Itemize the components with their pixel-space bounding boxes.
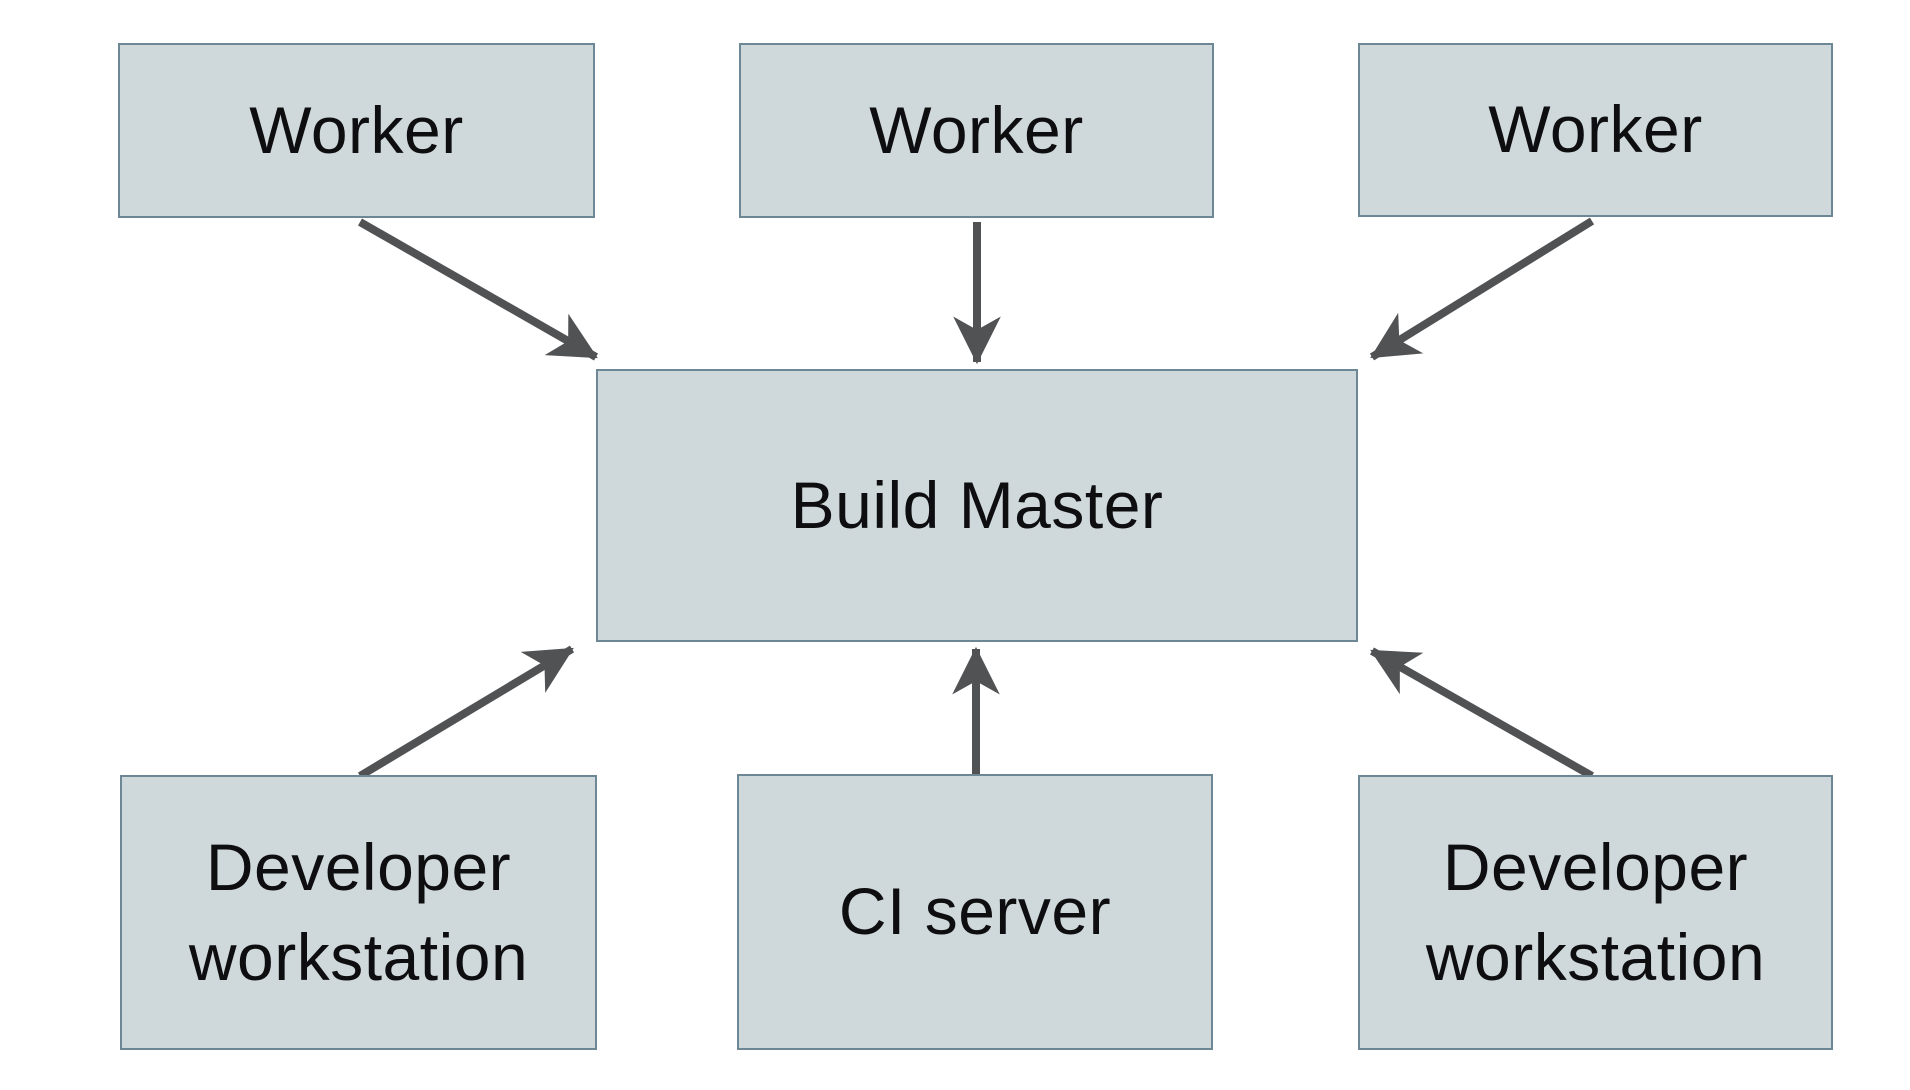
arrow-worker-3-to-build-master — [1369, 217, 1595, 361]
node-build-master-label: Build Master — [790, 467, 1164, 542]
node-worker-2-label: Worker — [869, 92, 1084, 167]
arrow-dev-workstation-right-to-build-master — [1370, 647, 1594, 780]
node-worker-1-label: Worker — [249, 92, 464, 167]
node-developer-workstation-left: Developer workstation — [120, 775, 597, 1050]
arrow-worker-1-to-build-master — [358, 218, 598, 361]
node-developer-workstation-right-label: Developer workstation — [1425, 829, 1766, 994]
node-developer-workstation-left-label: Developer workstation — [188, 829, 529, 994]
node-worker-1: Worker — [118, 43, 595, 218]
node-developer-workstation-right: Developer workstation — [1358, 775, 1833, 1050]
arrow-dev-workstation-left-to-build-master — [357, 645, 575, 780]
node-build-master: Build Master — [596, 369, 1358, 642]
node-worker-3-label: Worker — [1488, 92, 1703, 167]
node-ci-server: CI server — [737, 774, 1213, 1050]
node-worker-2: Worker — [739, 43, 1214, 218]
node-ci-server-label: CI server — [838, 874, 1112, 949]
node-worker-3: Worker — [1358, 43, 1833, 217]
